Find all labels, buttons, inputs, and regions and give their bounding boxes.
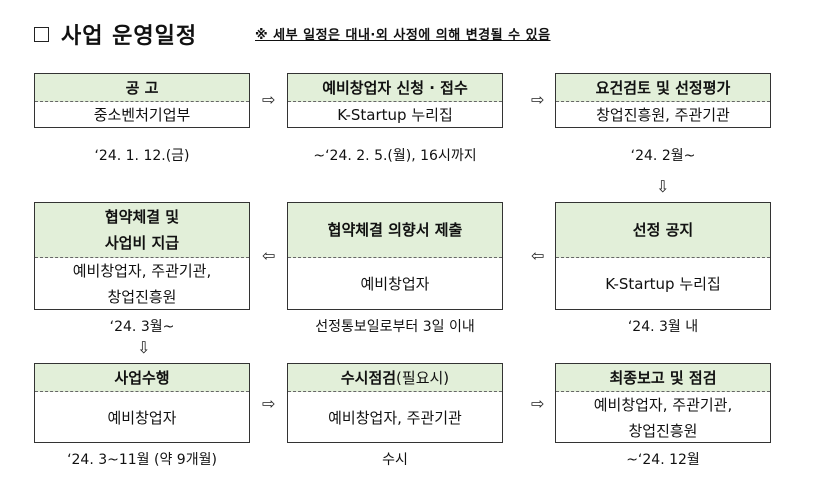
step-body-line: 창업진흥원 (107, 288, 177, 306)
step-contract: 협약체결 및 사업비 지급 예비창업자, 주관기관, 창업진흥원 (34, 202, 250, 310)
left-arrow-icon: ⇦ (262, 246, 276, 265)
page-title: 사업 운영일정 (61, 24, 198, 49)
step-head: 예비창업자 신청 · 접수 (288, 74, 502, 102)
step-date: ~‘24. 2. 5.(월), 16시까지 (313, 148, 477, 164)
step-head: 최종보고 및 점검 (556, 364, 770, 392)
step-evaluation: 요건검토 및 선정평가 창업진흥원, 주관기관 (555, 73, 771, 128)
step-final-report: 최종보고 및 점검 예비창업자, 주관기관, 창업진흥원 (555, 363, 771, 443)
step-head-line: 협약체결 및 (104, 208, 180, 226)
step-head: 사업수행 (35, 364, 249, 392)
step-date: ‘24. 2월~ (630, 148, 696, 164)
right-arrow-icon: ⇨ (262, 90, 276, 109)
step-body-line: 예비창업자 (107, 408, 177, 427)
right-arrow-icon: ⇨ (531, 90, 545, 109)
down-arrow-icon: ⇩ (656, 177, 670, 196)
step-head-extra: (필요시) (396, 368, 450, 387)
step-body-line: 예비창업자, 주관기관, (593, 395, 733, 414)
step-body-line: 예비창업자, 주관기관 (328, 408, 462, 427)
step-announcement: 공 고 중소벤처기업부 (34, 73, 250, 128)
step-selection-notice: 선정 공지 K-Startup 누리집 (555, 202, 771, 310)
step-head-line: 사업비 지급 (104, 234, 180, 252)
left-arrow-icon: ⇦ (531, 246, 545, 265)
step-body-line: 창업진흥원, 주관기관 (596, 106, 730, 124)
step-date: 선정통보일로부터 3일 이내 (315, 319, 475, 335)
title-row: 사업 운영일정 (34, 14, 197, 54)
step-date: ‘24. 3월 내 (627, 319, 699, 335)
step-application: 예비창업자 신청 · 접수 K-Startup 누리집 (287, 73, 503, 128)
checkbox-icon (34, 26, 49, 42)
step-execution: 사업수행 예비창업자 (34, 363, 250, 443)
step-body-line: K-Startup 누리집 (337, 106, 453, 124)
step-body-line: K-Startup 누리집 (605, 275, 721, 293)
step-head: 요건검토 및 선정평가 (556, 74, 770, 102)
step-date: ~‘24. 12월 (626, 452, 700, 468)
step-head: 선정 공지 (556, 203, 770, 258)
step-body-line: 창업진흥원 (628, 421, 698, 440)
step-date: ‘24. 3~11월 (약 9개월) (67, 452, 217, 468)
right-arrow-icon: ⇨ (262, 394, 276, 413)
step-inspection: 수시점검 (필요시) 예비창업자, 주관기관 (287, 363, 503, 443)
step-body-line: 예비창업자, 주관기관, (72, 262, 212, 280)
step-date: ‘24. 1. 12.(금) (94, 148, 190, 164)
step-body-line: 중소벤처기업부 (93, 106, 191, 124)
right-arrow-icon: ⇨ (531, 394, 545, 413)
step-head: 수시점검 (340, 368, 397, 387)
step-head: 공 고 (35, 74, 249, 102)
step-date: 수시 (382, 452, 408, 468)
step-head: 협약체결 의향서 제출 (288, 203, 502, 258)
step-letter-of-intent: 협약체결 의향서 제출 예비창업자 (287, 202, 503, 310)
schedule-note: ※ 세부 일정은 대내·외 사정에 의해 변경될 수 있음 (255, 28, 551, 43)
step-body-line: 예비창업자 (360, 275, 430, 293)
step-date: ‘24. 3월~ (109, 319, 175, 335)
down-arrow-icon: ⇩ (137, 338, 151, 357)
